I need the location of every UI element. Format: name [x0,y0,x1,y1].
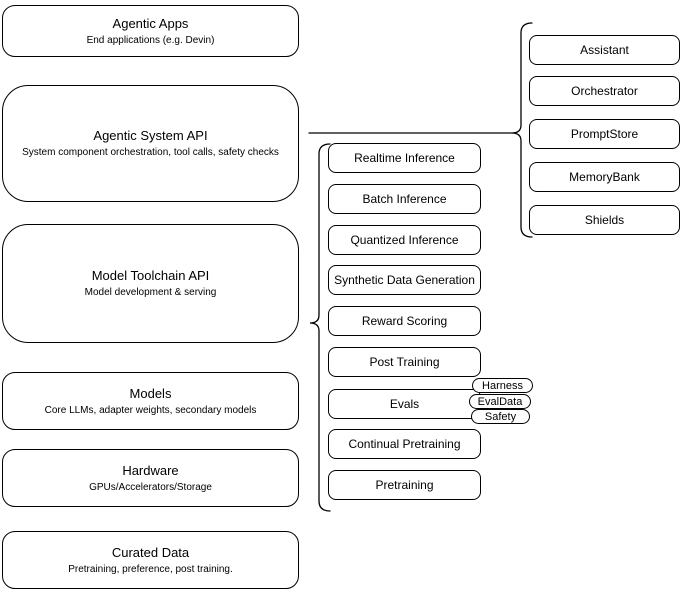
tag-label: Safety [484,410,517,423]
node-title: Hardware [122,462,179,478]
node-orchestrator: Orchestrator [529,76,680,106]
tag-evaldata: EvalData [469,394,531,409]
toolchain-curly-brace [309,143,331,512]
node-subtitle: Pretraining, preference, post training. [68,563,233,575]
node-subtitle: Core LLMs, adapter weights, secondary mo… [44,404,257,416]
node-label: Batch Inference [362,192,447,206]
node-subtitle: End applications (e.g. Devin) [86,34,215,46]
tag-harness: Harness [472,378,533,393]
node-curated-data: Curated Data Pretraining, preference, po… [2,531,299,589]
tag-label: Harness [482,379,523,392]
node-quantized-inference: Quantized Inference [328,225,481,255]
node-label: Assistant [580,43,629,57]
node-continual-pretraining: Continual Pretraining [328,429,481,459]
node-pretraining: Pretraining [328,470,481,500]
node-agentic-apps: Agentic Apps End applications (e.g. Devi… [2,5,299,57]
node-label: Reward Scoring [361,314,448,328]
node-model-toolchain-api: Model Toolchain API Model development & … [2,224,299,343]
node-subtitle: System component orchestration, tool cal… [22,147,279,158]
node-title: Models [129,385,172,401]
node-title: Curated Data [111,544,190,560]
tag-safety: Safety [471,409,530,424]
node-label: Synthetic Data Generation [334,273,475,287]
node-memorybank: MemoryBank [529,162,680,192]
node-assistant: Assistant [529,35,680,65]
node-reward-scoring: Reward Scoring [328,306,481,336]
node-batch-inference: Batch Inference [328,184,481,214]
node-subtitle: GPUs/Accelerators/Storage [89,481,212,493]
node-shields: Shields [529,205,680,235]
node-realtime-inference: Realtime Inference [328,143,481,173]
node-label: PromptStore [570,127,639,141]
node-models: Models Core LLMs, adapter weights, secon… [2,372,299,430]
node-hardware: Hardware GPUs/Accelerators/Storage [2,449,299,507]
node-label: Continual Pretraining [348,437,461,451]
node-label: Quantized Inference [350,233,459,247]
node-post-training: Post Training [328,347,481,377]
node-promptstore: PromptStore [529,119,680,149]
node-evals: Evals [328,389,481,419]
node-label: Orchestrator [571,84,638,98]
node-title: Model Toolchain API [91,268,210,283]
node-label: Realtime Inference [354,151,455,165]
node-synthetic-data-generation: Synthetic Data Generation [328,265,481,295]
node-label: Shields [584,213,625,227]
node-subtitle: Model development & serving [84,287,217,298]
node-label: Evals [389,397,420,411]
node-label: Post Training [369,355,440,369]
node-label: MemoryBank [569,170,640,184]
node-label: Pretraining [375,478,434,492]
node-title: Agentic Apps [112,15,189,31]
tag-label: EvalData [477,395,523,408]
node-agentic-system-api: Agentic System API System component orch… [2,85,299,202]
node-title: Agentic System API [93,128,208,143]
